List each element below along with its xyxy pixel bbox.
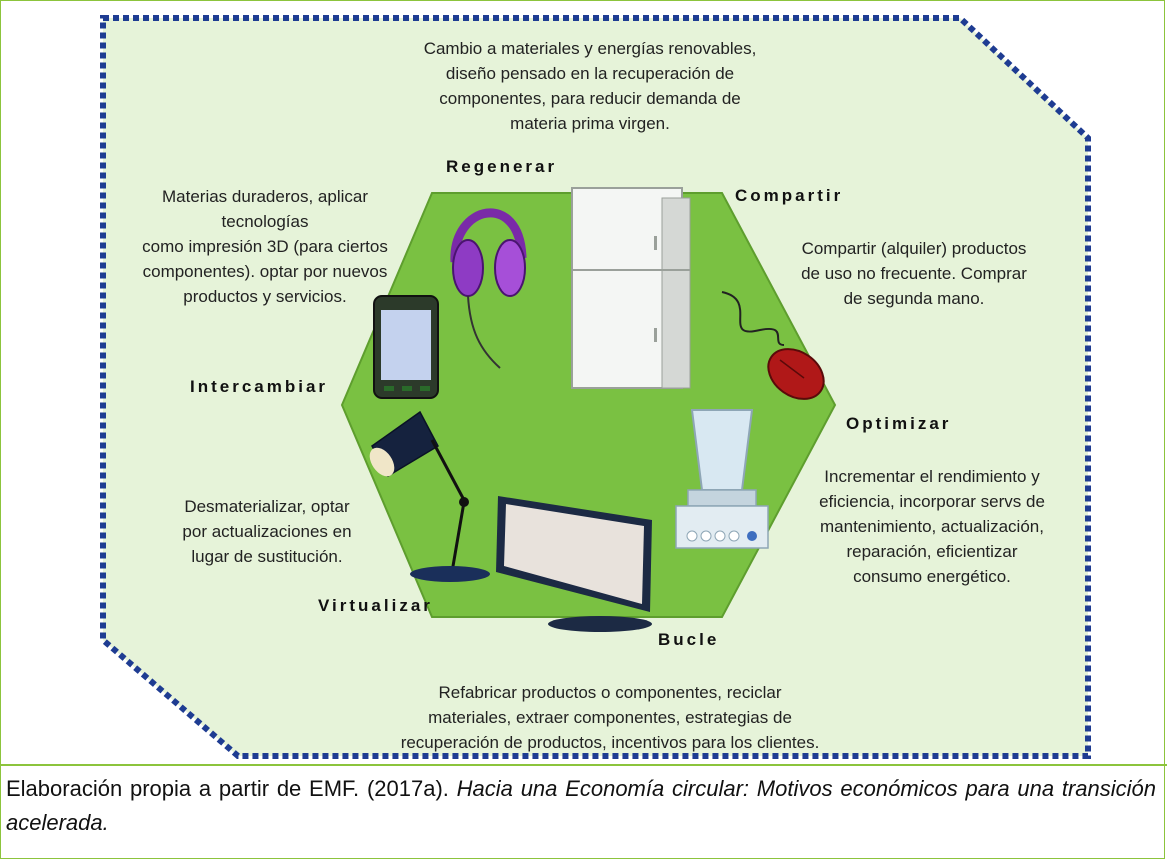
- text-line: consumo energético.: [853, 567, 1011, 586]
- monitor-icon: [496, 496, 652, 632]
- caption-source: Elaboración propia a partir de EMF. (201…: [6, 776, 457, 801]
- text-line: Compartir (alquiler) productos: [801, 239, 1027, 258]
- refrigerator-icon: [571, 187, 691, 389]
- label-virtualizar: Virtualizar: [318, 596, 433, 615]
- label-optimizar: Optimizar: [846, 414, 952, 433]
- label-compartir: Compartir: [735, 186, 844, 205]
- text-line: diseño pensado en la recuperación de: [445, 64, 735, 83]
- text-line: de segunda mano.: [843, 289, 985, 308]
- text-line: lugar de sustitución.: [191, 547, 343, 566]
- caption-title: Hacia una Economía circular: Motivos eco…: [6, 776, 1156, 835]
- text-line: recuperación de productos, incentivos pa…: [400, 733, 820, 752]
- sharing-description: Compartir (alquiler) productos de uso no…: [780, 236, 1048, 311]
- loop-description: Refabricar productos o componentes, reci…: [350, 680, 870, 755]
- text-line: materia prima virgen.: [510, 114, 670, 133]
- desk-lamp-icon: [369, 410, 490, 582]
- optimization-description: Incrementar el rendimiento y eficiencia,…: [796, 464, 1068, 589]
- text-line: Materias duraderos, aplicar: [162, 187, 368, 206]
- headphones-icon: [450, 208, 527, 369]
- blender-icon: [675, 409, 769, 549]
- text-line: Desmaterializar, optar: [184, 497, 350, 516]
- text-line: Refabricar productos o componentes, reci…: [438, 683, 782, 702]
- computer-mouse-icon: [721, 291, 825, 400]
- figure-caption: Elaboración propia a partir de EMF. (201…: [6, 772, 1156, 840]
- text-line: por actualizaciones en: [182, 522, 352, 541]
- text-line: como impresión 3D (para ciertos: [142, 237, 388, 256]
- text-line: materiales, extraer componentes, estrate…: [428, 708, 792, 727]
- text-line: eficiencia, incorporar servs de: [819, 492, 1045, 511]
- renewables-description: Cambio a materiales y energías renovable…: [380, 36, 800, 136]
- label-intercambiar: Intercambiar: [190, 377, 329, 396]
- text-line: mantenimiento, actualización,: [820, 517, 1044, 536]
- diagram-canvas: [100, 15, 1091, 759]
- text-line: productos y servicios.: [183, 287, 347, 306]
- label-bucle: Bucle: [658, 630, 720, 649]
- text-line: Cambio a materiales y energías renovable…: [423, 39, 757, 58]
- durable-materials-description: Materias duraderos, aplicar tecnologías …: [110, 184, 420, 309]
- text-line: componentes, para reducir demanda de: [439, 89, 741, 108]
- text-line: de uso no frecuente. Comprar: [801, 264, 1027, 283]
- text-line: tecnologías: [221, 212, 309, 231]
- text-line: Incrementar el rendimiento y: [824, 467, 1040, 486]
- text-line: reparación, eficientizar: [846, 542, 1018, 561]
- label-regenerar: Regenerar: [446, 157, 558, 176]
- smartphone-icon: [373, 295, 439, 399]
- text-line: componentes). optar por nuevos: [142, 262, 388, 281]
- dematerialize-description: Desmaterializar, optar por actualizacion…: [142, 494, 392, 569]
- caption-divider: [0, 764, 1167, 766]
